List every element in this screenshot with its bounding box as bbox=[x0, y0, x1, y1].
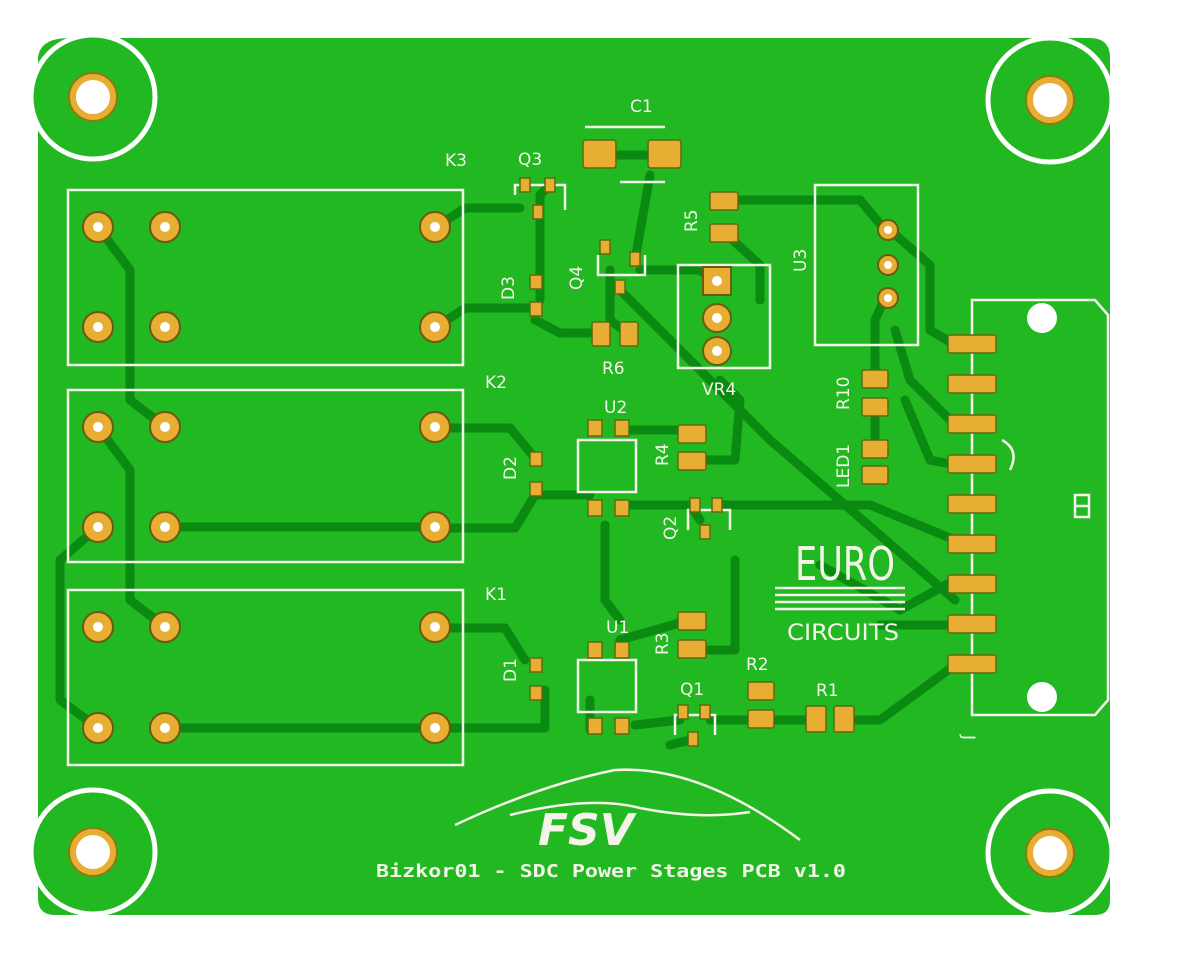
transistor-q3: Q3 bbox=[513, 150, 567, 220]
label-c1: C1 bbox=[630, 97, 653, 117]
label-d3: D3 bbox=[499, 276, 519, 300]
resistor-r4: R4 bbox=[653, 424, 707, 471]
fsv-logo-text: FSV bbox=[538, 805, 637, 856]
label-r2: R2 bbox=[746, 655, 769, 675]
resistor-r6: R6 bbox=[591, 321, 639, 379]
label-r4: R4 bbox=[653, 443, 673, 466]
label-u3: U3 bbox=[791, 249, 811, 272]
transistor-q4: Q4 bbox=[567, 239, 647, 295]
transistor-q1: Q1 bbox=[673, 680, 717, 747]
ic-u1: U1 bbox=[576, 618, 638, 735]
label-q4: Q4 bbox=[567, 266, 587, 290]
label-r6: R6 bbox=[602, 359, 625, 379]
resistor-r5: R5 bbox=[682, 191, 739, 243]
label-r1: R1 bbox=[816, 681, 839, 701]
diode-d1: D1 bbox=[501, 657, 543, 701]
label-u2: U2 bbox=[604, 398, 627, 418]
relay-k1: K1 bbox=[66, 585, 507, 767]
label-d1: D1 bbox=[501, 658, 521, 682]
resistor-r3: R3 bbox=[653, 611, 707, 659]
label-r5: R5 bbox=[682, 209, 702, 232]
resistor-r10: R10 bbox=[834, 369, 889, 417]
transistor-q2: Q2 bbox=[661, 497, 732, 540]
pcb-board bbox=[38, 38, 1110, 915]
label-k1: K1 bbox=[485, 585, 507, 605]
eurocircuits-logo-line2: CIRCUITS bbox=[787, 621, 899, 646]
mounting-holes bbox=[28, 32, 1115, 918]
diode-d3: D3 bbox=[499, 274, 543, 317]
eurocircuits-logo: EURO CIRCUITS bbox=[775, 537, 905, 646]
board-title: Bizkor01 - SDC Power Stages PCB v1.0 bbox=[376, 861, 846, 882]
fsv-logo: FSV bbox=[454, 768, 801, 856]
label-u1: U1 bbox=[606, 618, 629, 638]
label-q3: Q3 bbox=[518, 150, 542, 170]
label-q1: Q1 bbox=[680, 680, 704, 700]
relay-k3: K3 bbox=[66, 151, 467, 367]
label-vr4: VR4 bbox=[702, 380, 736, 400]
resistor-r1: R1 bbox=[805, 681, 855, 733]
potentiometer-vr4: VR4 bbox=[676, 263, 772, 400]
label-k2: K2 bbox=[485, 373, 507, 393]
label-k3: K3 bbox=[445, 151, 467, 171]
relay-k2: K2 bbox=[66, 373, 507, 564]
ic-u2: U2 bbox=[576, 398, 638, 517]
resistor-r2: R2 bbox=[746, 655, 775, 729]
label-d2: D2 bbox=[501, 456, 521, 480]
relay-pads bbox=[82, 211, 451, 744]
label-led1: LED1 bbox=[834, 444, 854, 488]
connector-j: J bbox=[947, 298, 1110, 740]
eurocircuits-logo-line1: EURO bbox=[795, 537, 895, 591]
label-r10: R10 bbox=[834, 377, 854, 410]
diode-d2: D2 bbox=[501, 451, 543, 497]
regulator-u3: U3 bbox=[791, 183, 920, 347]
capacitor-c1: C1 bbox=[582, 97, 682, 184]
label-r3: R3 bbox=[653, 632, 673, 655]
label-j: J bbox=[958, 734, 978, 740]
led-led1: LED1 bbox=[834, 439, 889, 488]
label-q2: Q2 bbox=[661, 516, 681, 540]
